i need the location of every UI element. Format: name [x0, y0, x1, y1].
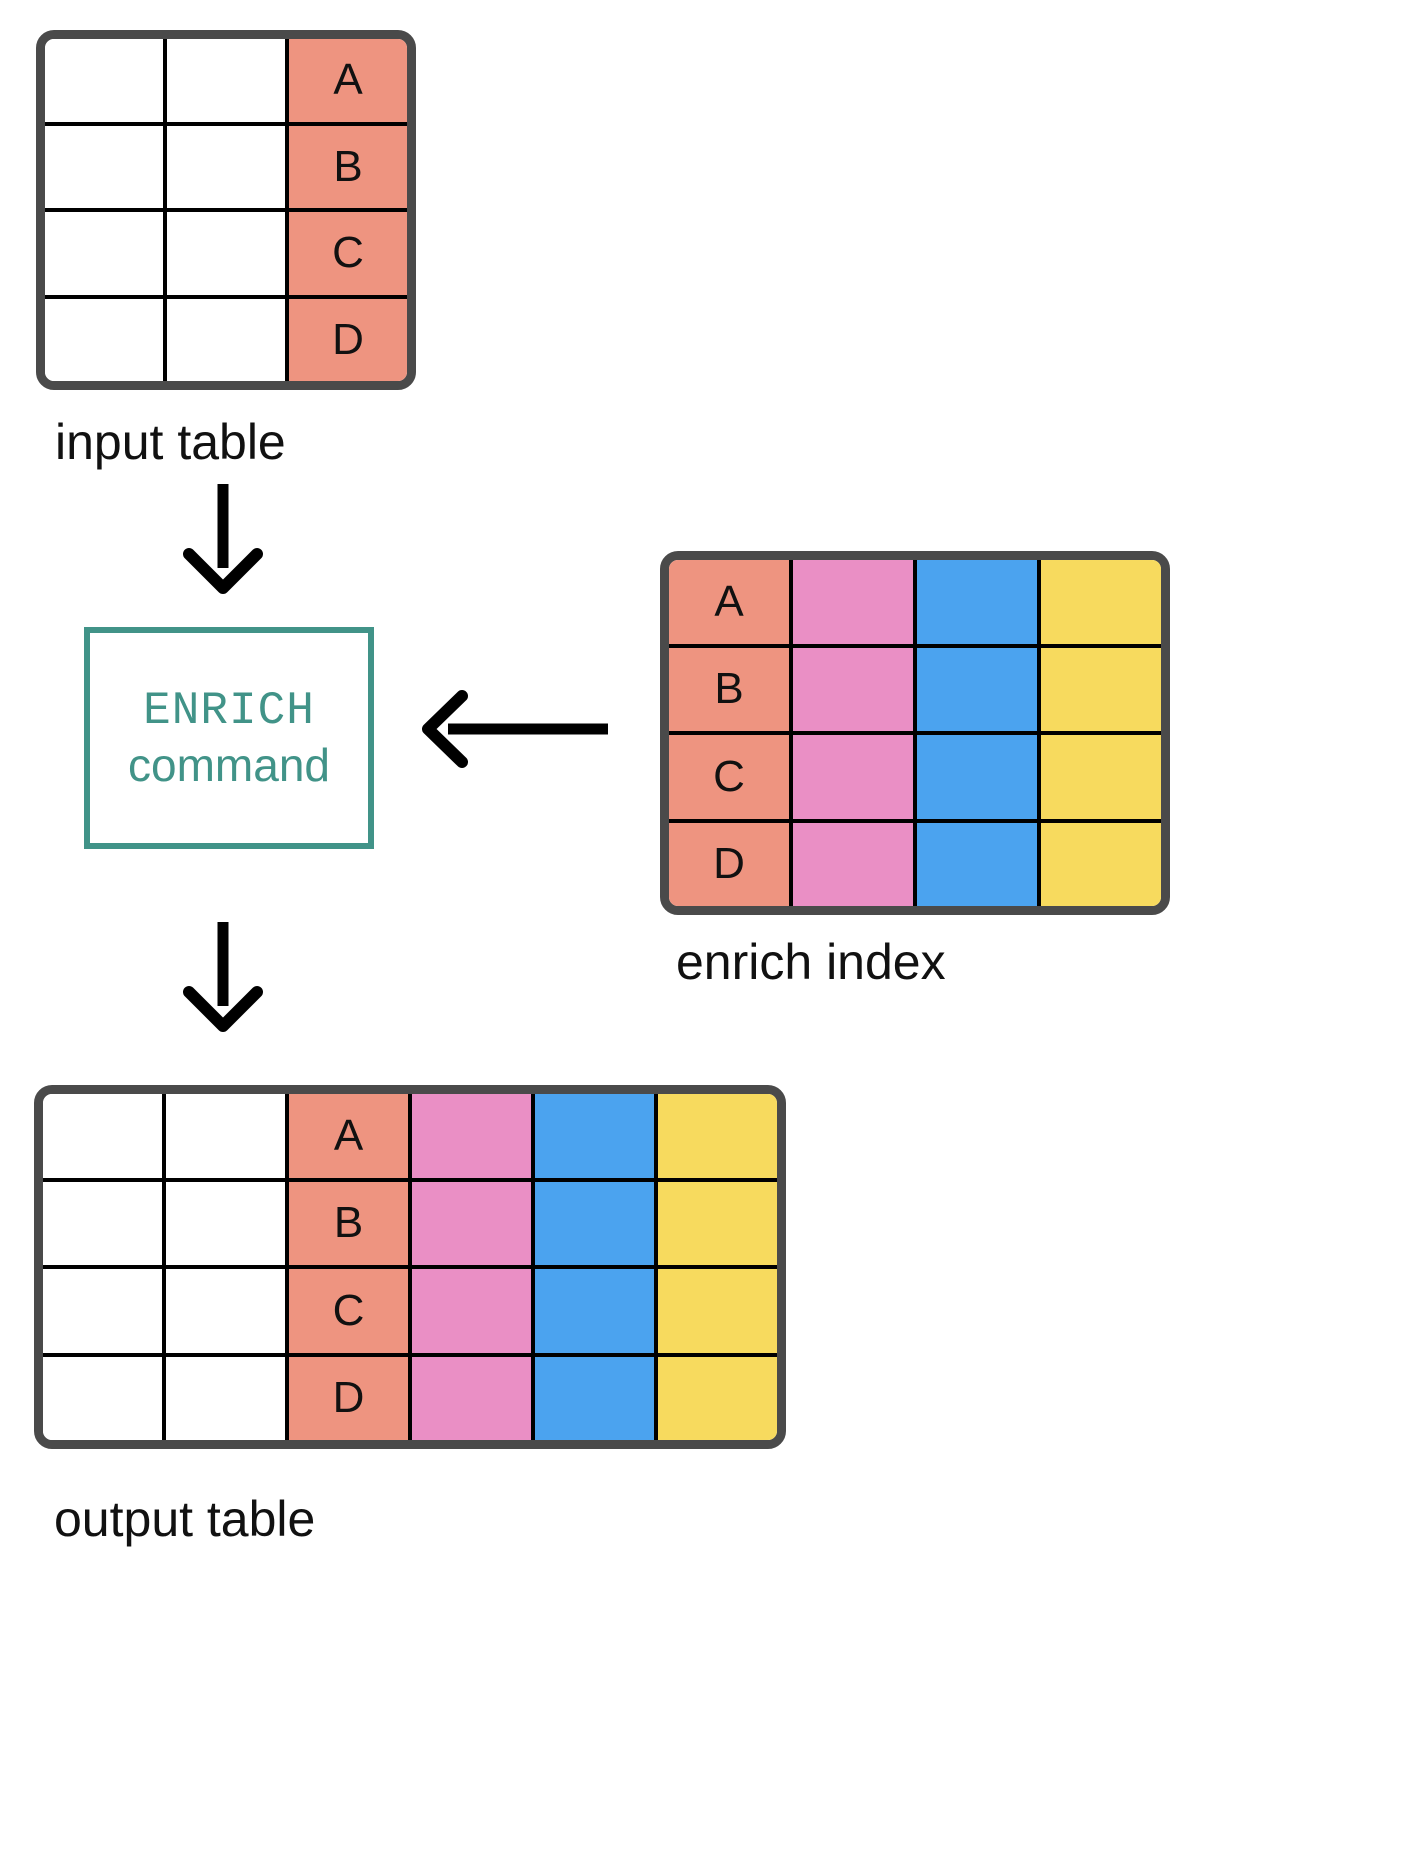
table-cell [167, 39, 289, 122]
table-cell [43, 1094, 166, 1178]
arrow-enrich-to-output-icon [178, 920, 268, 1037]
table-cell [43, 1356, 166, 1440]
table-cell [917, 560, 1041, 644]
table-cell [917, 735, 1041, 819]
table-cell: D [669, 822, 793, 906]
table-cell [45, 212, 167, 295]
table-cell [166, 1356, 289, 1440]
table-cell [535, 1269, 658, 1353]
table-row: C [669, 735, 1161, 823]
table-cell [917, 822, 1041, 906]
table-cell [1041, 560, 1161, 644]
table-row: D [45, 298, 407, 381]
table-cell [535, 1094, 658, 1178]
table-cell [43, 1181, 166, 1265]
table-cell: B [669, 647, 793, 731]
table-row: B [669, 647, 1161, 735]
table-cell [793, 822, 917, 906]
table-cell [658, 1094, 777, 1178]
table-cell: C [289, 212, 407, 295]
table-row: C [43, 1269, 777, 1357]
input-table-caption: input table [55, 414, 286, 470]
table-cell: A [289, 39, 407, 122]
table-cell [167, 212, 289, 295]
table-cell [535, 1356, 658, 1440]
table-cell [535, 1181, 658, 1265]
table-cell [658, 1181, 777, 1265]
enrich-command-line2: command [128, 739, 330, 791]
table-cell [412, 1269, 535, 1353]
table-cell [917, 647, 1041, 731]
table-row: B [43, 1181, 777, 1269]
output-table-caption: output table [54, 1491, 316, 1547]
table-cell: D [289, 1356, 412, 1440]
table-cell [43, 1269, 166, 1353]
table-cell [45, 125, 167, 208]
table-cell [45, 39, 167, 122]
enrich-index-caption: enrich index [676, 934, 946, 990]
table-cell [166, 1269, 289, 1353]
table-cell [1041, 822, 1161, 906]
table-cell [45, 298, 167, 381]
arrow-index-to-enrich-icon [420, 690, 610, 773]
table-cell [1041, 647, 1161, 731]
table-cell [167, 125, 289, 208]
table-cell [166, 1094, 289, 1178]
arrow-input-to-enrich-icon [178, 482, 268, 599]
table-cell [793, 560, 917, 644]
enrich-command-box[interactable]: ENRICH command [84, 627, 374, 849]
table-cell [658, 1269, 777, 1353]
table-cell: A [669, 560, 793, 644]
table-row: D [669, 822, 1161, 906]
table-row: B [45, 125, 407, 212]
table-cell [793, 647, 917, 731]
table-cell: B [289, 125, 407, 208]
table-cell: D [289, 298, 407, 381]
table-cell [166, 1181, 289, 1265]
table-cell [167, 298, 289, 381]
table-cell [412, 1181, 535, 1265]
table-cell: B [289, 1181, 412, 1265]
table-cell: A [289, 1094, 412, 1178]
table-cell [412, 1094, 535, 1178]
table-cell [658, 1356, 777, 1440]
table-cell [412, 1356, 535, 1440]
table-row: C [45, 212, 407, 299]
table-cell [793, 735, 917, 819]
table-cell: C [289, 1269, 412, 1353]
table-cell [1041, 735, 1161, 819]
table-cell: C [669, 735, 793, 819]
table-row: D [43, 1356, 777, 1440]
table-row: A [45, 39, 407, 126]
table-row: A [43, 1094, 777, 1182]
enrich-command-line1: ENRICH [143, 684, 315, 737]
table-row: A [669, 560, 1161, 648]
